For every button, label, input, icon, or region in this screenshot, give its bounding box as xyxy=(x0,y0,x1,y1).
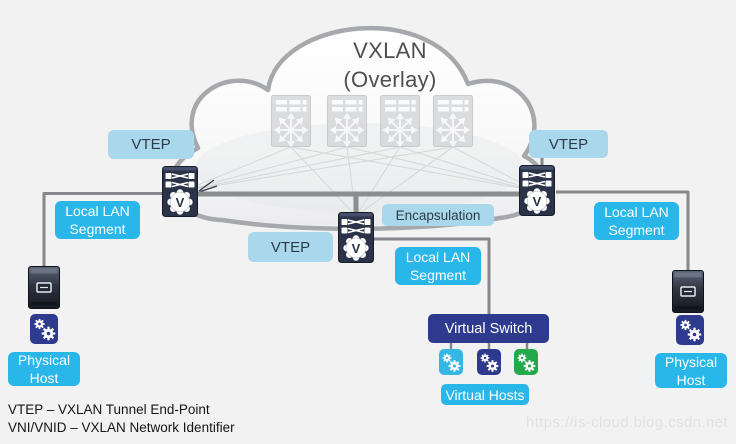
server-icon-left xyxy=(28,266,60,309)
virtual-hosts-label: Virtual Hosts xyxy=(441,384,529,405)
legend-vni-definition: VNI/VNID – VXLAN Network Identifier xyxy=(8,420,235,435)
virtual-switch-links xyxy=(449,343,529,350)
local-lan-label-center: Local LAN Segment xyxy=(395,247,481,285)
vtep-switch-icon-right xyxy=(519,165,555,216)
cloud-title-line1: VXLAN xyxy=(353,38,427,63)
legend-vtep-definition: VTEP – VXLAN Tunnel End-Point xyxy=(8,402,210,417)
cloud-title-line2: (Overlay) xyxy=(343,67,437,92)
vtep-label-center: VTEP xyxy=(248,232,333,262)
vtep-label-right: VTEP xyxy=(529,130,608,158)
vm-icon-cyan xyxy=(439,349,463,375)
spine-switch-icon-1 xyxy=(271,95,311,147)
physical-host-label-right: Physical Host xyxy=(655,353,727,388)
spine-switch-icon-2 xyxy=(327,95,367,147)
server-icon-right xyxy=(672,270,704,313)
spine-switch-icon-3 xyxy=(380,95,420,147)
local-lan-label-left: Local LAN Segment xyxy=(55,201,140,239)
encapsulation-label: Encapsulation xyxy=(382,204,494,226)
gears-icon-right xyxy=(676,315,704,345)
virtual-switch-label: Virtual Switch xyxy=(428,314,549,343)
legend: VTEP – VXLAN Tunnel End-Point VNI/VNID –… xyxy=(8,401,235,437)
lan-segment-links xyxy=(42,157,690,315)
watermark: https://is-cloud.blog.csdn.net xyxy=(525,414,728,431)
vm-icon-green xyxy=(514,349,538,375)
fabric-mesh-links xyxy=(182,146,537,217)
vtep-switch-icon-center xyxy=(338,212,374,263)
local-lan-label-right: Local LAN Segment xyxy=(594,202,679,240)
physical-host-label-left: Physical Host xyxy=(8,352,80,386)
gears-icon-left xyxy=(30,314,58,344)
spine-switch-icon-4 xyxy=(433,95,473,147)
cloud-title: VXLAN (Overlay) xyxy=(280,36,500,94)
vtep-label-left: VTEP xyxy=(108,130,194,159)
vm-icon-navy xyxy=(477,349,501,375)
vtep-switch-icon-left xyxy=(162,166,198,217)
underlay-links xyxy=(168,191,548,215)
